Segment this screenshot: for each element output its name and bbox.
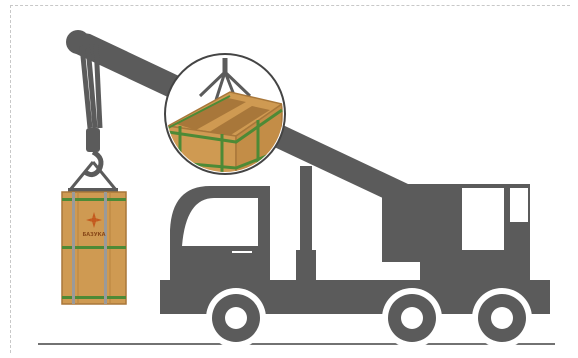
rear-window-small: [510, 188, 528, 222]
rear-window-large: [462, 188, 504, 250]
crane-cables: [82, 44, 100, 128]
wooden-crate-icon: БАЗУКА: [62, 192, 126, 304]
crate-logo-text: БАЗУКА: [82, 232, 105, 238]
hook-icon: [68, 128, 118, 192]
magnifier-circle-icon: [165, 54, 285, 180]
